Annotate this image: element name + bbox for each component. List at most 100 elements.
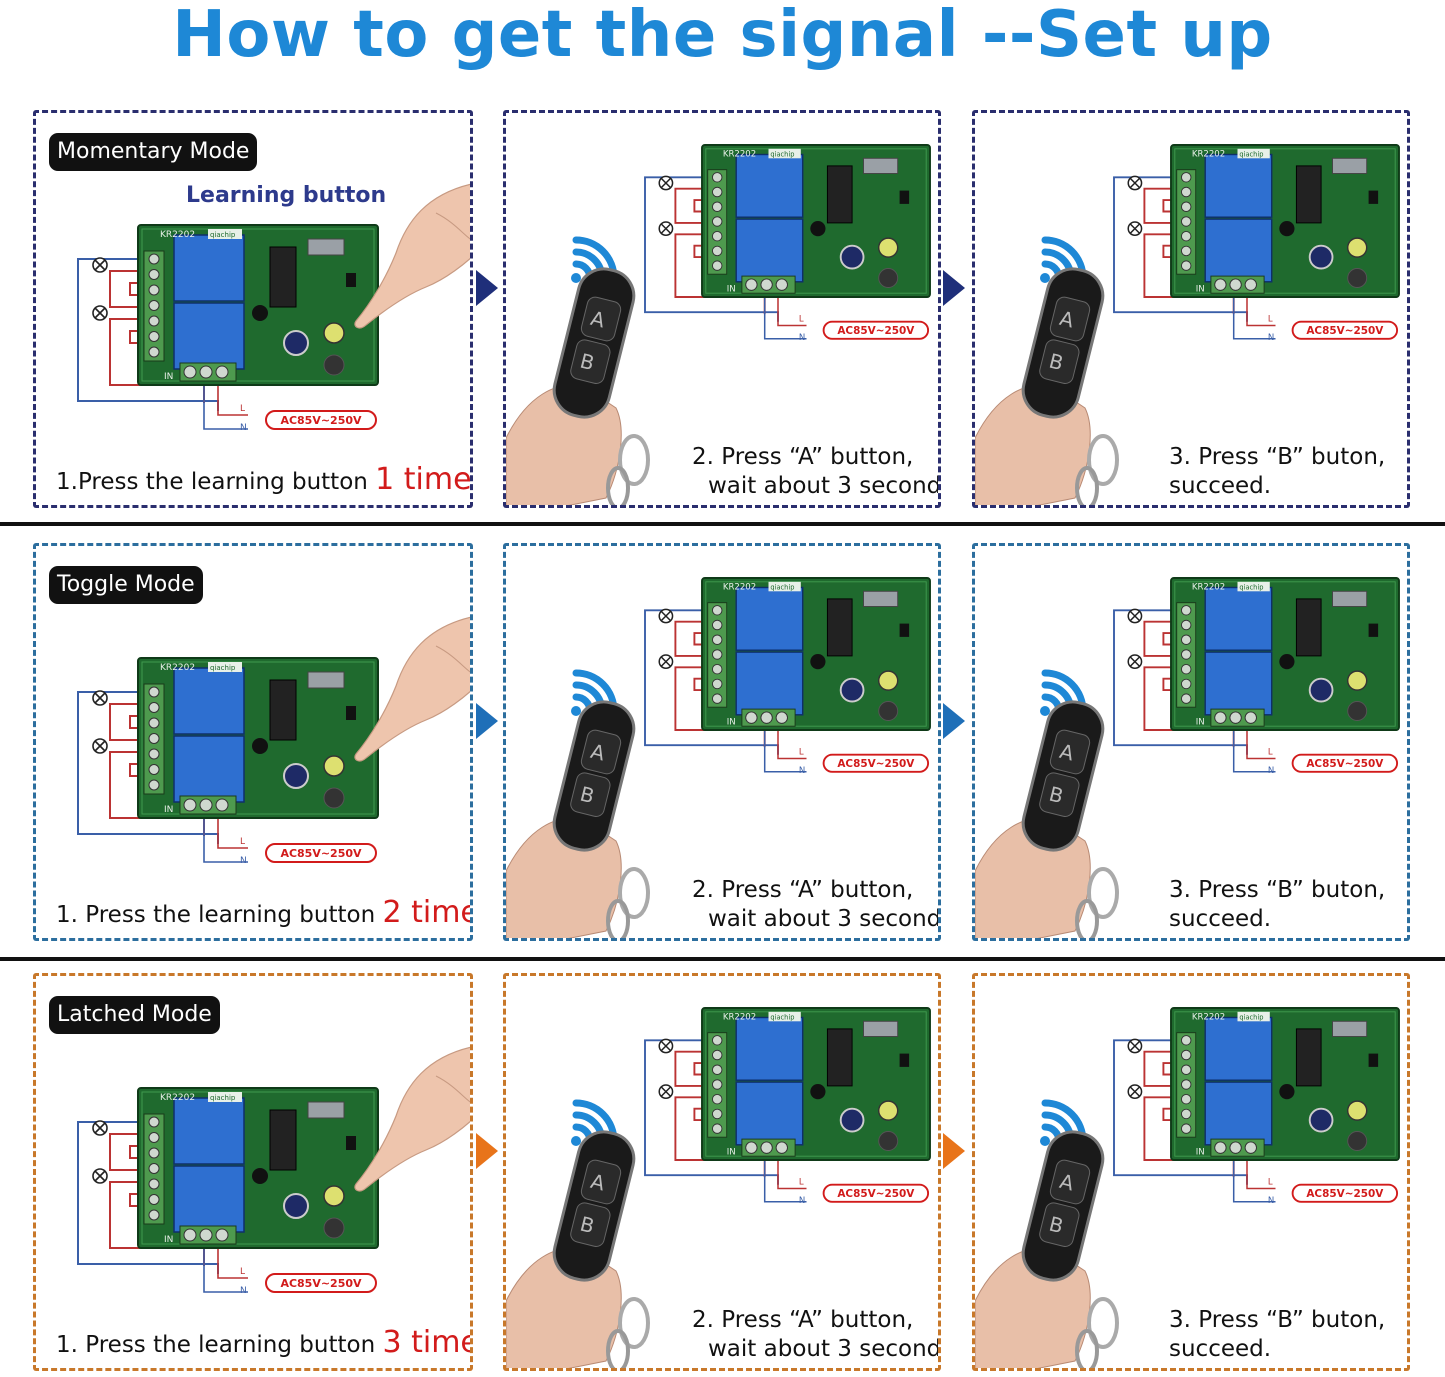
terminal-label: IN (727, 1147, 736, 1157)
chip-tag (768, 148, 801, 159)
terminal-screw (1244, 711, 1257, 724)
inductor (323, 354, 345, 376)
component (252, 738, 268, 754)
step-arrow-2 (943, 703, 965, 739)
terminal-screw (199, 1228, 213, 1242)
terminal-label: IN (1196, 284, 1205, 294)
voltage-label: AC85V~250V (280, 414, 362, 427)
line-n-label: N (1268, 766, 1274, 776)
chip-label: qiachip (210, 664, 236, 672)
key-ring-icon (1087, 434, 1119, 486)
step3-line2: succeed. (1169, 473, 1272, 499)
line-l-label: L (799, 315, 804, 325)
lamp-icon-2 (658, 1084, 674, 1100)
capacitor-1 (283, 330, 309, 356)
wire-red-1 (674, 1050, 716, 1087)
relay-2 (173, 302, 245, 370)
terminal-screw (148, 346, 160, 358)
wire-red-1 (1143, 1050, 1185, 1087)
component (1279, 1084, 1295, 1100)
terminal-screw (148, 284, 160, 296)
voltage-label: AC85V~250V (1306, 1188, 1384, 1200)
pcb-trace (1174, 148, 1396, 294)
learning-button-switch (863, 590, 899, 607)
relay-2 (1204, 651, 1273, 716)
terminal-screw (148, 1178, 160, 1190)
terminal-screw (1214, 1141, 1227, 1154)
step1-text: 1. Press the learning button (56, 1332, 383, 1358)
terminal-screw (1180, 605, 1192, 616)
terminal-screw (1180, 1108, 1192, 1120)
capacitor-2 (323, 755, 345, 777)
remote-button-b-label: B (578, 1212, 597, 1239)
wire-n (1232, 287, 1276, 340)
terminal-label: IN (164, 805, 173, 815)
remote-button-b (1039, 1202, 1080, 1247)
step1-count: 2 times (382, 895, 470, 930)
learning-button-switch (307, 238, 345, 256)
remote-button-b (570, 1202, 611, 1247)
learning-button-switch (863, 157, 899, 174)
voltage-label: AC85V~250V (837, 325, 915, 337)
finger-pointing-icon (354, 1046, 470, 1192)
learning-button-switch (307, 1101, 345, 1119)
mode-label: Latched Mode (49, 996, 220, 1034)
terminal-screw (215, 798, 229, 812)
voltage-label: AC85V~250V (1306, 325, 1384, 337)
board-model-label: KR2202 (160, 1093, 195, 1103)
step-arrow-2 (943, 270, 965, 306)
ic-module (826, 598, 853, 657)
line-l-label: L (799, 748, 804, 758)
key-ring-clip (606, 1329, 630, 1368)
step3-caption: 3. Press “B” buton,succeed. (1169, 876, 1385, 934)
terminal-screw (1180, 1079, 1192, 1090)
remote-button-a-label: A (588, 306, 607, 333)
wire-l (217, 1238, 248, 1279)
wire-red-1 (109, 703, 152, 741)
terminal-screw (711, 678, 723, 690)
chip-tag (208, 662, 242, 672)
step3-line2: succeed. (1169, 906, 1272, 932)
chip-tag (208, 1092, 242, 1102)
terminal-screw (215, 1228, 229, 1242)
pcb-trace (1174, 1011, 1396, 1157)
step2-line2: wait about 3 seconds (708, 473, 941, 499)
wire-l (777, 287, 807, 327)
lamp-icon-1 (658, 608, 674, 624)
terminal-screw (711, 619, 723, 631)
remote-button-a (1049, 296, 1091, 342)
remote-button-b-label: B (1047, 782, 1066, 809)
hand-holding-remote: AB (975, 1130, 1119, 1368)
step-arrow-2 (943, 1133, 965, 1169)
capacitor-2 (877, 237, 899, 258)
remote-button-b-label: B (578, 349, 597, 376)
capacitor-2 (1346, 670, 1368, 691)
lamp-icon-2 (92, 738, 108, 754)
wire-n (203, 808, 248, 863)
capacitor-1 (839, 244, 865, 270)
component (899, 623, 910, 637)
chip-tag (768, 581, 801, 592)
relay-2 (173, 735, 245, 803)
step2-caption: 2. Press “A” button,wait about 3 seconds (692, 1306, 938, 1364)
step1-count: 3 times (382, 1325, 470, 1360)
terminal-screw (148, 1147, 160, 1159)
terminal-screw (199, 798, 213, 812)
learning-button-switch (863, 1020, 899, 1037)
terminal-screw (775, 711, 788, 724)
terminal-screw (215, 365, 229, 379)
terminal-screw (1180, 634, 1192, 645)
component (1279, 654, 1295, 670)
line-l-label: L (1268, 748, 1273, 758)
wire-n (1232, 1150, 1276, 1203)
component (810, 221, 826, 237)
terminal-screw (711, 260, 723, 271)
